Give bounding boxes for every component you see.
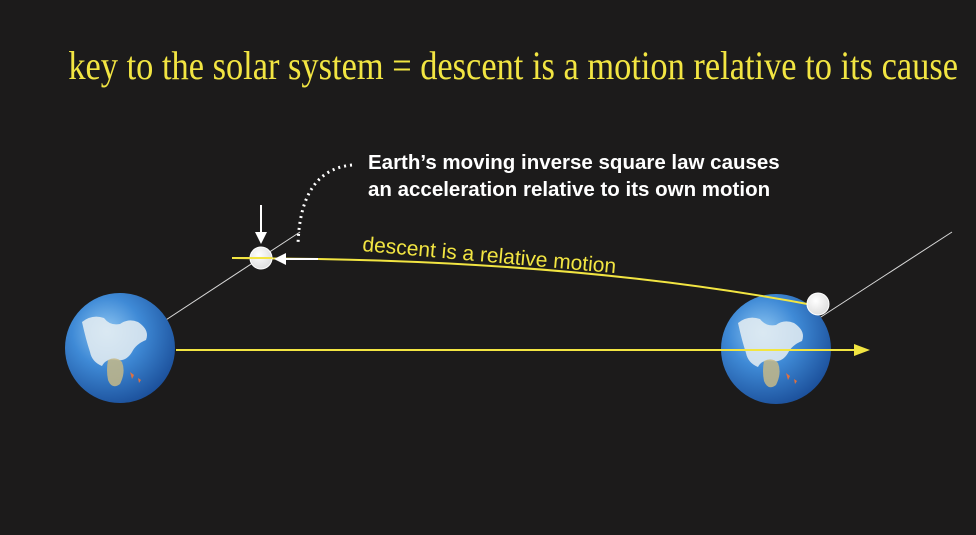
descent-curve [231,257,819,307]
dotted-pointer [296,163,353,246]
caption: Earth’s moving inverse square law causes… [368,149,780,203]
left-earth-globe-icon [65,293,175,403]
right-moon-icon [806,292,830,316]
caption-line-1: Earth’s moving inverse square law causes [368,151,780,174]
arrow-right-icon [854,344,870,356]
curve-label: descent is a relative motion [362,233,618,278]
caption-line-2: an acceleration relative to its own moti… [368,178,771,201]
slide-title: key to the solar system = descent is a m… [68,43,959,88]
